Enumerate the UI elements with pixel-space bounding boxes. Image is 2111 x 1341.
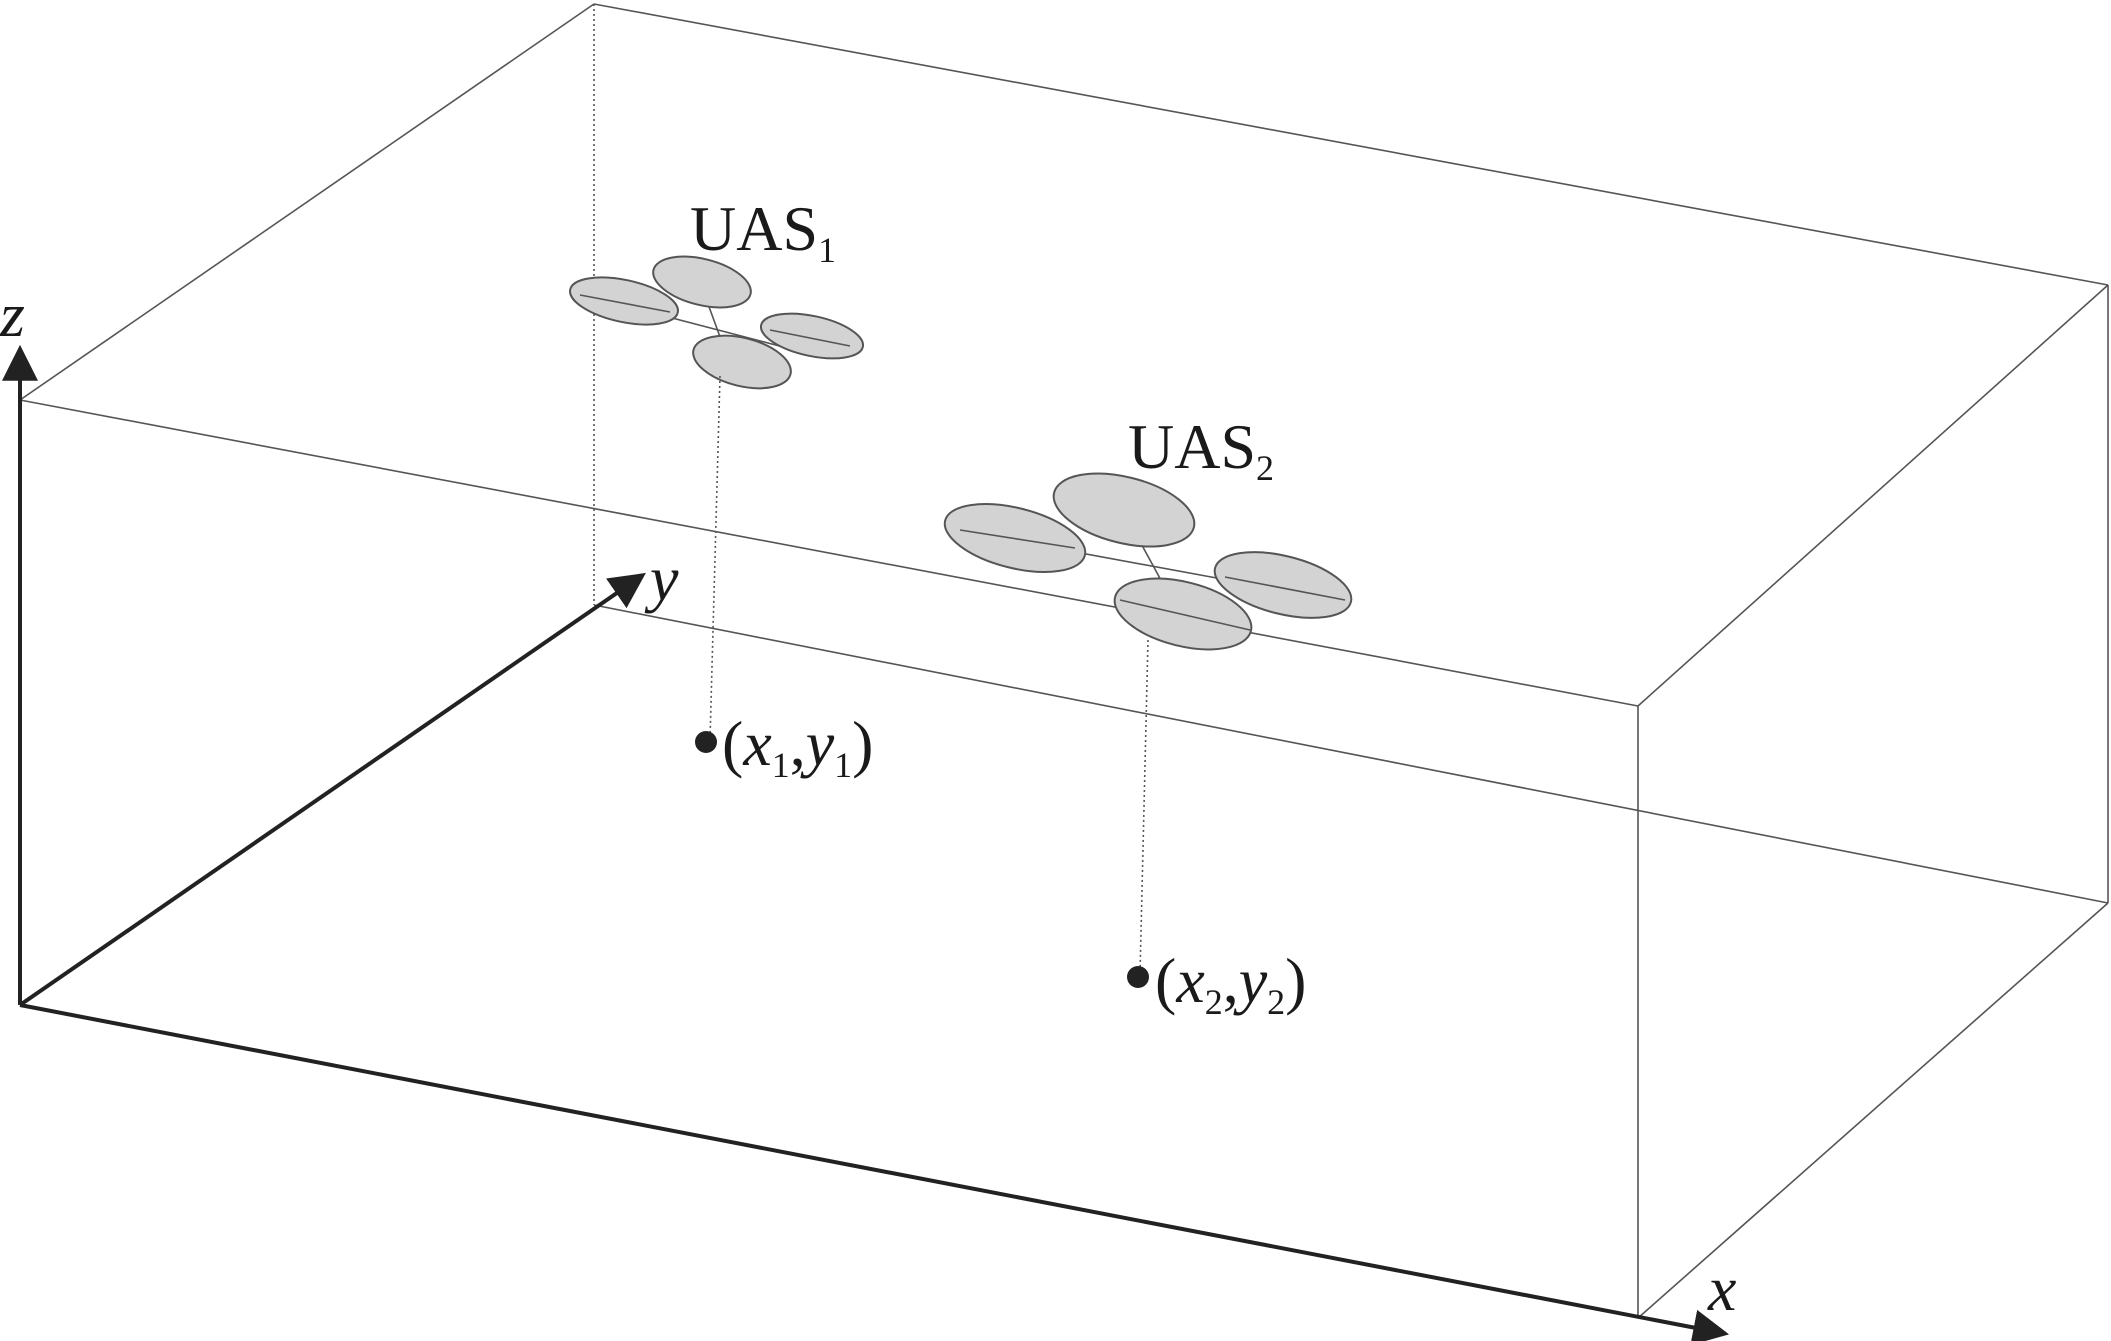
uas-1-ground-point xyxy=(695,731,717,753)
y-axis xyxy=(18,572,646,1007)
uas-1-rotor-front xyxy=(692,334,792,390)
uas-1: UAS1 (x1,y1) xyxy=(569,193,873,785)
box-edge-back-bottom xyxy=(593,604,2109,904)
uas-1-rotor-right xyxy=(759,312,865,360)
box-edge-back-top xyxy=(593,3,2109,286)
box-edge-top-right-depth xyxy=(1637,284,2109,707)
uas-2-rotor-right xyxy=(1213,551,1353,619)
uas-2-blade-front xyxy=(1119,599,1251,631)
axes: z y x xyxy=(0,279,1736,1341)
uas-1-ground-projection-line xyxy=(709,375,721,741)
bounding-box xyxy=(19,3,2109,1319)
uas-2-ground-projection-line xyxy=(1139,639,1149,975)
x-axis-label: x xyxy=(1707,1253,1736,1324)
uas-1-blade-right xyxy=(769,329,851,347)
uas-2-blade-right xyxy=(1224,576,1346,601)
uas-1-rotor-left xyxy=(569,276,679,326)
uas-1-blade-left xyxy=(579,294,671,313)
uas-1-label: UAS1 xyxy=(690,193,836,270)
uas-1-drone-icon xyxy=(569,255,865,390)
uas-2-coordinate-label: (x2,y2) xyxy=(1155,945,1306,1022)
box-edge-front-top xyxy=(19,399,1639,707)
uas-1-coordinate-label: (x1,y1) xyxy=(722,708,873,785)
uas-2: UAS2 (x2,y2) xyxy=(943,411,1353,1022)
uas-2-ground-point xyxy=(1127,966,1149,988)
uas-1-rotor-back xyxy=(652,255,752,309)
uas-2-blade-left xyxy=(959,529,1076,549)
uas-2-drone-icon xyxy=(943,472,1353,651)
uas-2-rotor-back xyxy=(1052,472,1196,548)
box-edge-bottom-right-depth xyxy=(1637,902,2109,1319)
x-axis xyxy=(19,1003,1730,1341)
uas-2-label: UAS2 xyxy=(1128,411,1274,488)
box-edge-top-left-depth xyxy=(19,3,595,401)
z-axis-label: z xyxy=(0,279,25,350)
y-axis-label: y xyxy=(644,543,679,614)
